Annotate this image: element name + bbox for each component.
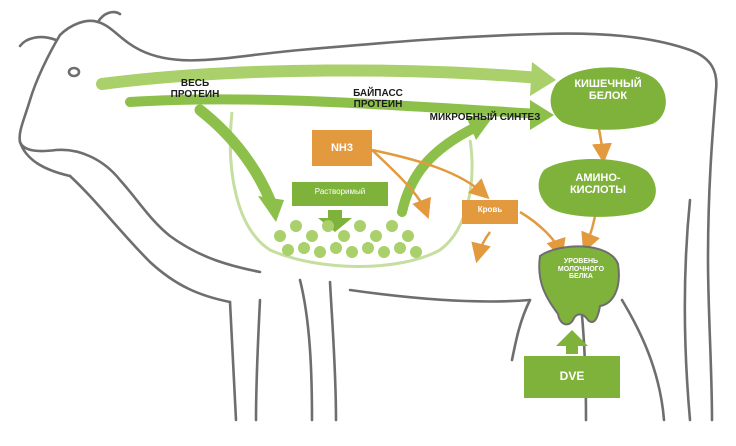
blood-label: Кровь: [477, 205, 503, 214]
intestinal-protein-blob: [550, 67, 666, 130]
amino-acids-blob: [538, 158, 656, 217]
bypass-protein-label: БАЙПАСС ПРОТЕИН: [353, 88, 403, 110]
dve-arrow: [556, 330, 588, 354]
amino-acids-label: АМИНО- КИСЛОТЫ: [569, 172, 627, 197]
dve-label: DVE: [559, 369, 585, 383]
nh3-label: NH3: [330, 142, 353, 154]
green-flow-arrows: [96, 62, 556, 232]
udder: [538, 245, 620, 326]
nh3-box: [312, 130, 372, 166]
microbial-synthesis-label: МИКРОБНЫЙ СИНТЕЗ: [429, 112, 541, 123]
milk-protein-level-label: УРОВЕНЬ МОЛОЧНОГО БЕЛКА: [557, 258, 605, 281]
intestinal-protein-label: КИШЕЧНЫЙ БЕЛОК: [574, 78, 642, 103]
whole-protein-label: ВЕСЬ ПРОТЕИН: [170, 78, 220, 100]
blood-box: [462, 200, 518, 224]
microbe-dots: [274, 220, 422, 258]
soluble-label: Растворимый: [314, 187, 366, 196]
soluble-box: [292, 182, 388, 206]
dve-box: [524, 356, 620, 398]
